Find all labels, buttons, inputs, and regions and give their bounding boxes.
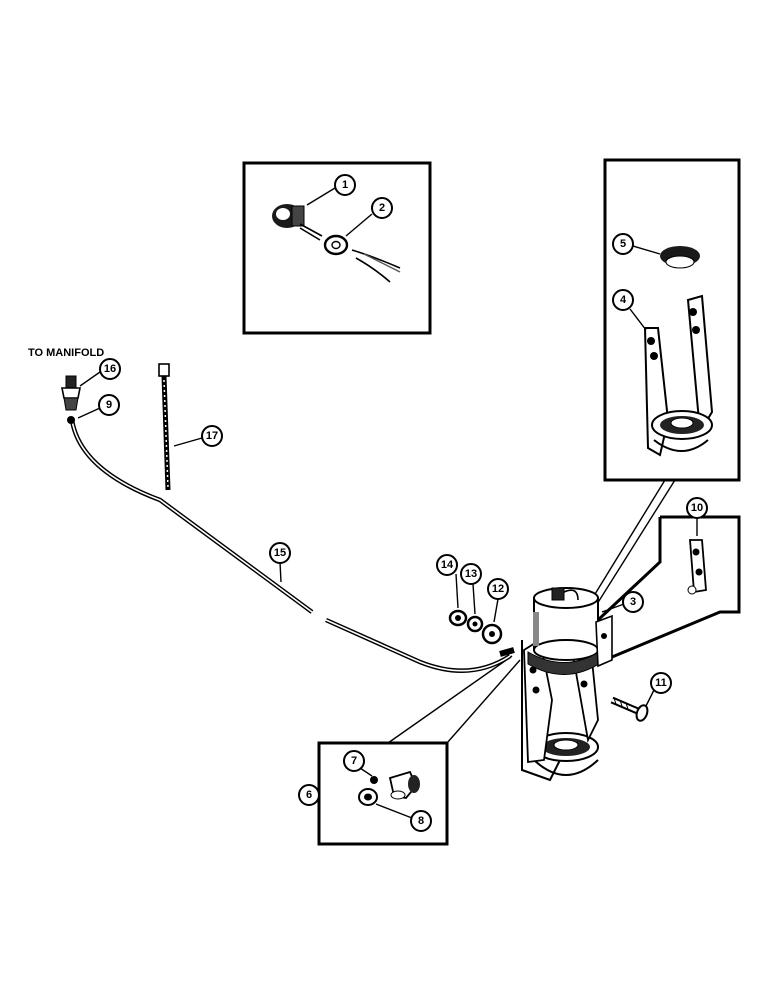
callout-7 bbox=[343, 750, 365, 772]
callout-13 bbox=[460, 563, 482, 585]
callout-2 bbox=[371, 197, 393, 219]
callout-6 bbox=[298, 784, 320, 806]
inset-frame-right bbox=[603, 158, 741, 482]
callout-6-text: 6 bbox=[306, 789, 312, 801]
callout-9-text: 9 bbox=[106, 399, 112, 411]
callout-8 bbox=[410, 810, 432, 832]
callout-15 bbox=[269, 542, 291, 564]
callout-12 bbox=[487, 578, 509, 600]
strap-part-10 bbox=[687, 539, 707, 595]
bolt-part-11 bbox=[610, 696, 649, 722]
tube-part-15 bbox=[69, 419, 515, 673]
callout-17-text: 17 bbox=[206, 430, 218, 442]
inset-sending-unit: 1 2 bbox=[242, 161, 432, 335]
callout-1-text: 1 bbox=[342, 179, 348, 191]
callout-17 bbox=[201, 425, 223, 447]
bracket-part-4 bbox=[643, 294, 714, 457]
callout-3 bbox=[622, 591, 644, 613]
nut-part-2 bbox=[323, 234, 349, 256]
callout-15-text: 15 bbox=[274, 547, 286, 559]
callout-1 bbox=[334, 174, 356, 196]
wire-terminal bbox=[351, 249, 401, 283]
callout-10 bbox=[686, 497, 708, 519]
main-assembly-part-3 bbox=[521, 587, 613, 782]
callout-11 bbox=[650, 672, 672, 694]
elbow-fitting-part bbox=[388, 770, 420, 800]
inset-bracket: 5 4 bbox=[583, 158, 741, 613]
callout-8-text: 8 bbox=[418, 815, 424, 827]
callout-2-text: 2 bbox=[379, 202, 385, 214]
inset-fittings: 7 8 bbox=[317, 655, 521, 846]
callout-14-text: 14 bbox=[441, 559, 454, 571]
inset-frame-top bbox=[242, 161, 432, 335]
callout-7-text: 7 bbox=[351, 755, 357, 767]
callout-3-text: 3 bbox=[630, 596, 636, 608]
fitting-part-16 bbox=[61, 375, 81, 411]
callout-16-text: 16 bbox=[104, 363, 116, 375]
washer-part-12 bbox=[481, 623, 503, 645]
callout-11-text: 11 bbox=[655, 677, 667, 689]
callout-5-text: 5 bbox=[620, 238, 626, 250]
callout-4 bbox=[612, 289, 634, 311]
sending-unit-part bbox=[272, 204, 323, 241]
tie-strap-part-17 bbox=[158, 363, 171, 491]
callout-12-text: 12 bbox=[492, 583, 504, 595]
callout-13-text: 13 bbox=[465, 568, 477, 580]
nut-part-8 bbox=[358, 788, 378, 806]
inset-strap: 10 bbox=[596, 497, 741, 664]
callout-10-text: 10 bbox=[691, 502, 703, 514]
grommet-part-5 bbox=[660, 246, 700, 269]
callout-4-text: 4 bbox=[620, 294, 627, 306]
callout-14 bbox=[436, 554, 458, 576]
callout-16 bbox=[99, 358, 121, 380]
sleeve-part-9 bbox=[67, 416, 75, 424]
callout-5 bbox=[612, 233, 634, 255]
sleeve-part-7 bbox=[370, 776, 378, 784]
to-manifold-label: TO MANIFOLD bbox=[28, 347, 104, 359]
nut-part-14 bbox=[448, 609, 468, 627]
lockwasher-part-13 bbox=[466, 615, 484, 633]
callout-9 bbox=[98, 394, 120, 416]
